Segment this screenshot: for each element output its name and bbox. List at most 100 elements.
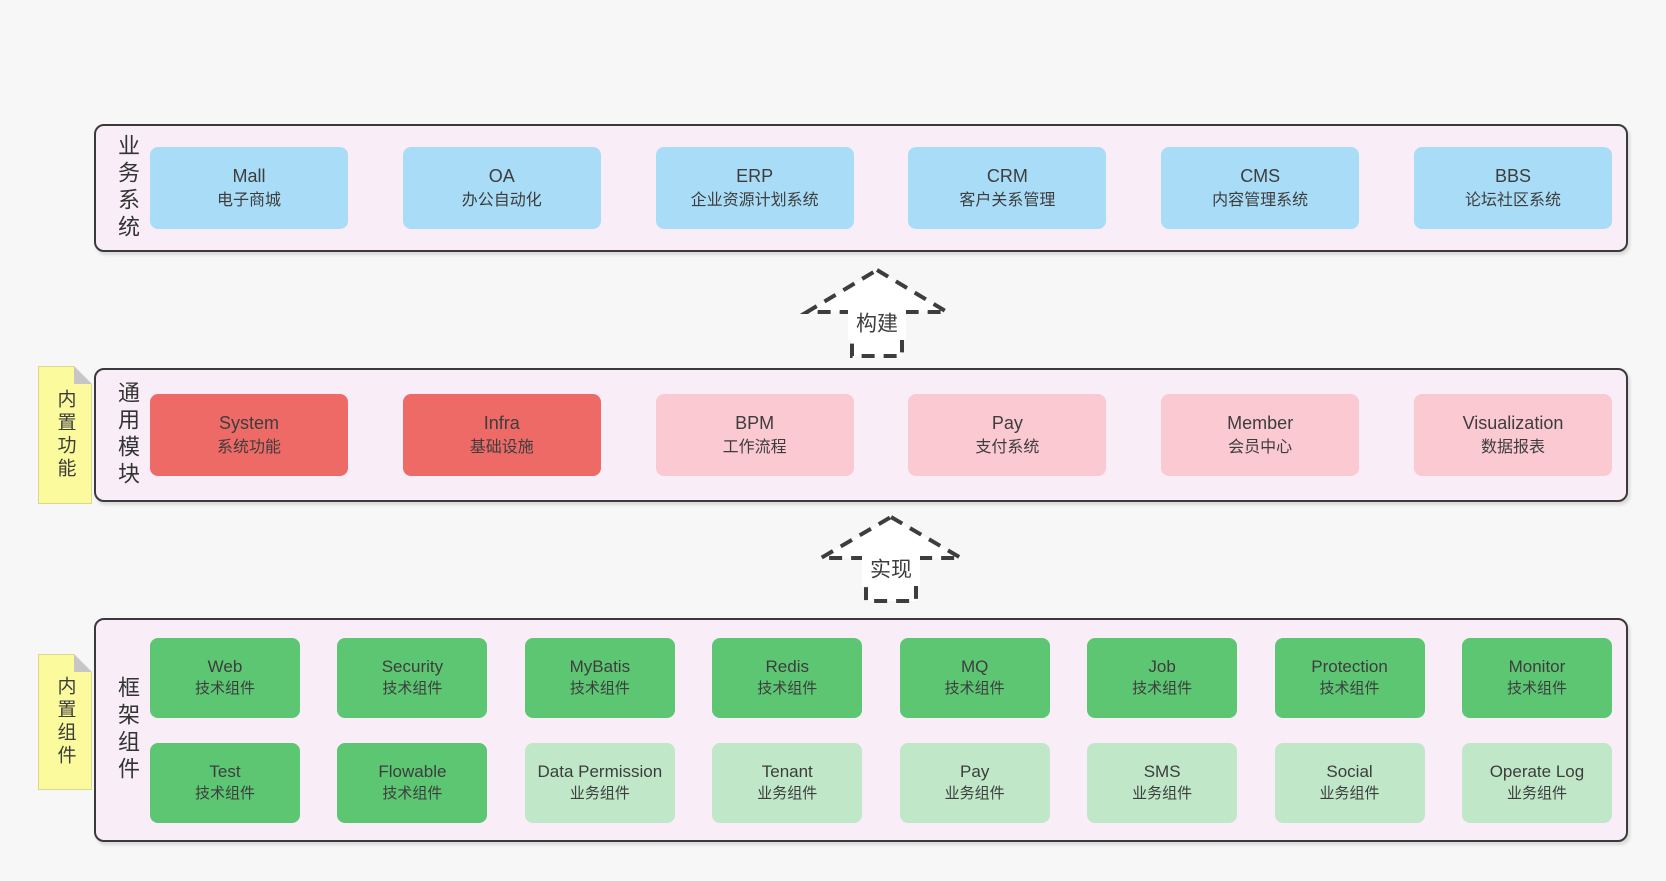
box-title: ERP: [736, 165, 774, 186]
box-title: Mall: [232, 165, 266, 186]
panel-label-business: 业务系统: [104, 126, 150, 250]
box-subtitle: 技术组件: [1319, 680, 1380, 698]
sticky-note-builtin-features: 内置功能: [38, 366, 92, 504]
box-title: Pay: [960, 762, 990, 781]
box-job: Job 技术组件: [1087, 637, 1238, 718]
box-bpm: BPM 工作流程: [655, 394, 854, 476]
box-mall: Mall 电子商城: [150, 147, 348, 229]
box-erp: ERP 企业资源计划系统: [655, 147, 854, 229]
box-oa: OA 办公自动化: [402, 147, 601, 229]
arrow-label-bg: [862, 553, 920, 586]
box-bbs: BBS 论坛社区系统: [1413, 147, 1612, 229]
box-title: MyBatis: [569, 657, 631, 676]
sticky-note-builtin-components: 内置组件: [38, 654, 92, 790]
box-title: OA: [488, 165, 515, 186]
box-social: Social 业务组件: [1274, 742, 1425, 823]
box-title: Visualization: [1462, 412, 1564, 433]
sticky-note-text: 内置功能: [54, 389, 76, 481]
box-sms: SMS 业务组件: [1087, 742, 1238, 823]
box-title: System: [218, 412, 279, 433]
box-title: Pay: [991, 412, 1023, 433]
box-subtitle: 内容管理系统: [1212, 192, 1309, 210]
box-title: Redis: [765, 657, 809, 676]
box-test: Test 技术组件: [150, 742, 300, 823]
box-subtitle: 会员中心: [1228, 439, 1293, 457]
box-title: CMS: [1240, 165, 1281, 186]
box-subtitle: 办公自动化: [461, 192, 542, 210]
box-subtitle: 论坛社区系统: [1464, 192, 1561, 210]
box-subtitle: 业务组件: [944, 785, 1005, 803]
box-title: BBS: [1494, 165, 1531, 186]
box-subtitle: 技术组件: [944, 680, 1005, 698]
box-title: Web: [207, 657, 243, 676]
note-fold-icon: [74, 654, 92, 672]
box-subtitle: 技术组件: [757, 680, 818, 698]
arrow-implement-label: 实现: [870, 559, 912, 582]
common-modules-row: System 系统功能 Infra 基础设施 BPM 工作流程 Pay 支付系统…: [150, 370, 1626, 500]
box-title: MQ: [960, 657, 989, 676]
arrow-build-label: 构建: [856, 313, 898, 336]
box-title: Security: [381, 657, 444, 676]
box-title: BPM: [735, 412, 775, 433]
box-subtitle: 技术组件: [1506, 680, 1567, 698]
box-subtitle: 技术组件: [569, 680, 630, 698]
box-tenant: Tenant 业务组件: [712, 742, 863, 823]
box-subtitle: 数据报表: [1480, 439, 1545, 457]
box-subtitle: 工作流程: [722, 439, 787, 457]
box-subtitle: 客户关系管理: [959, 192, 1056, 210]
box-subtitle: 基础设施: [469, 439, 534, 457]
box-crm: CRM 客户关系管理: [908, 147, 1107, 229]
sticky-note-text: 内置组件: [54, 676, 76, 768]
box-web: Web 技术组件: [150, 637, 300, 718]
box-title: Protection: [1311, 657, 1388, 676]
box-data-permission: Data Permission 业务组件: [524, 742, 675, 823]
arrow-label-bg: [848, 307, 906, 340]
box-title: Flowable: [378, 762, 447, 781]
box-title: Member: [1227, 412, 1294, 433]
box-subtitle: 技术组件: [194, 785, 255, 803]
box-mq: MQ 技术组件: [899, 637, 1050, 718]
box-title: Test: [209, 762, 241, 781]
box-title: Job: [1148, 657, 1176, 676]
box-subtitle: 业务组件: [1319, 785, 1380, 803]
box-redis: Redis 技术组件: [712, 637, 863, 718]
box-member: Member 会员中心: [1161, 394, 1360, 476]
box-operate-log: Operate Log 业务组件: [1461, 742, 1612, 823]
panel-label-framework: 框架组件: [104, 620, 150, 840]
box-pay-biz: Pay 业务组件: [899, 742, 1050, 823]
box-protection: Protection 技术组件: [1274, 637, 1425, 718]
common-modules-panel: 通用模块 System 系统功能 Infra 基础设施 BPM 工作流程 Pay…: [94, 368, 1628, 502]
panel-label-text: 框架组件: [115, 676, 140, 784]
arrow-build: 构建: [799, 267, 955, 358]
box-mybatis: MyBatis 技术组件: [524, 637, 675, 718]
box-monitor: Monitor 技术组件: [1461, 637, 1612, 718]
box-pay: Pay 支付系统: [908, 394, 1107, 476]
box-title: Infra: [483, 412, 520, 433]
box-subtitle: 企业资源计划系统: [690, 192, 819, 210]
panel-label-text: 业务系统: [115, 134, 140, 242]
box-system: System 系统功能: [150, 394, 348, 476]
box-subtitle: 业务组件: [1506, 785, 1567, 803]
box-subtitle: 技术组件: [194, 680, 255, 698]
framework-components-panel: 框架组件 Web 技术组件 Security 技术组件 MyBatis 技术组件…: [94, 618, 1628, 842]
box-security: Security 技术组件: [337, 637, 488, 718]
arrow-implement: 实现: [813, 514, 969, 603]
box-title: Tenant: [761, 762, 813, 781]
framework-components-grid: Web 技术组件 Security 技术组件 MyBatis 技术组件 Redi…: [150, 620, 1626, 840]
box-visualization: Visualization 数据报表: [1413, 394, 1612, 476]
note-fold-icon: [74, 366, 92, 384]
box-title: CRM: [986, 165, 1028, 186]
box-subtitle: 业务组件: [569, 785, 630, 803]
box-title: Data Permission: [537, 762, 663, 781]
box-title: Monitor: [1508, 657, 1566, 676]
box-subtitle: 系统功能: [216, 439, 281, 457]
business-systems-panel: 业务系统 Mall 电子商城 OA 办公自动化 ERP 企业资源计划系统 CRM…: [94, 124, 1628, 252]
box-cms: CMS 内容管理系统: [1161, 147, 1360, 229]
panel-label-text: 通用模块: [115, 381, 140, 489]
business-systems-row: Mall 电子商城 OA 办公自动化 ERP 企业资源计划系统 CRM 客户关系…: [150, 126, 1626, 250]
panel-label-modules: 通用模块: [104, 370, 150, 500]
box-subtitle: 业务组件: [757, 785, 818, 803]
box-subtitle: 电子商城: [216, 192, 281, 210]
box-flowable: Flowable 技术组件: [337, 742, 488, 823]
